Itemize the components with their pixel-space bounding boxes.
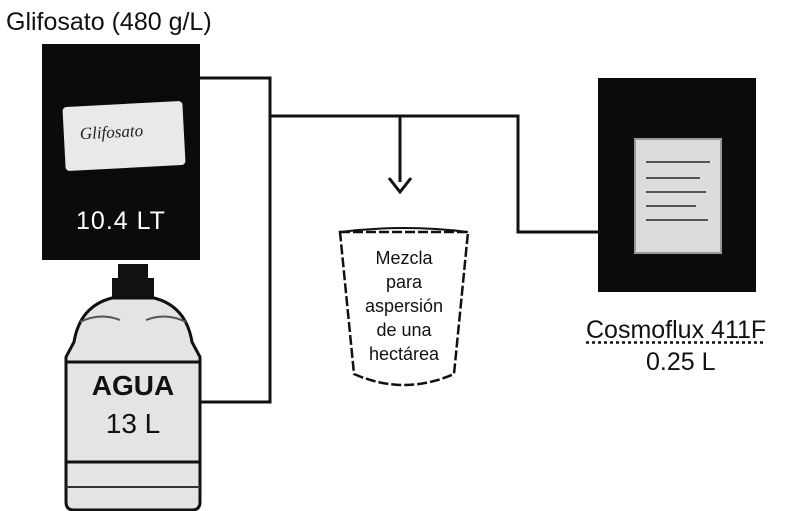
glyphosate-can-label: Glifosato (62, 101, 185, 171)
cosmoflux-quantity: 0.25 L (646, 348, 716, 377)
water-quantity: 13 L (60, 408, 206, 440)
cosmoflux-bottle-photo (598, 78, 756, 292)
glyphosate-can-brand: Glifosato (79, 121, 143, 144)
mixture-line-1: Mezcla (334, 246, 474, 270)
glyphosate-can-photo: Glifosato 10.4 LT (42, 44, 200, 260)
water-label: AGUA (60, 370, 206, 402)
glyphosate-quantity: 10.4 LT (42, 207, 200, 236)
cosmoflux-name: Cosmoflux 411F (586, 316, 766, 345)
glyphosate-title: Glifosato (480 g/L) (6, 8, 212, 37)
cosmoflux-label-lines (636, 140, 720, 252)
mixture-line-2: para (334, 270, 474, 294)
glyphosate-connector (200, 78, 270, 402)
mixture-line-3: aspersión (334, 294, 474, 318)
mixture-line-5: hectárea (334, 342, 474, 366)
cosmoflux-bottle-label (634, 138, 722, 254)
mix-connector (270, 116, 598, 232)
mixture-line-4: de una (334, 318, 474, 342)
